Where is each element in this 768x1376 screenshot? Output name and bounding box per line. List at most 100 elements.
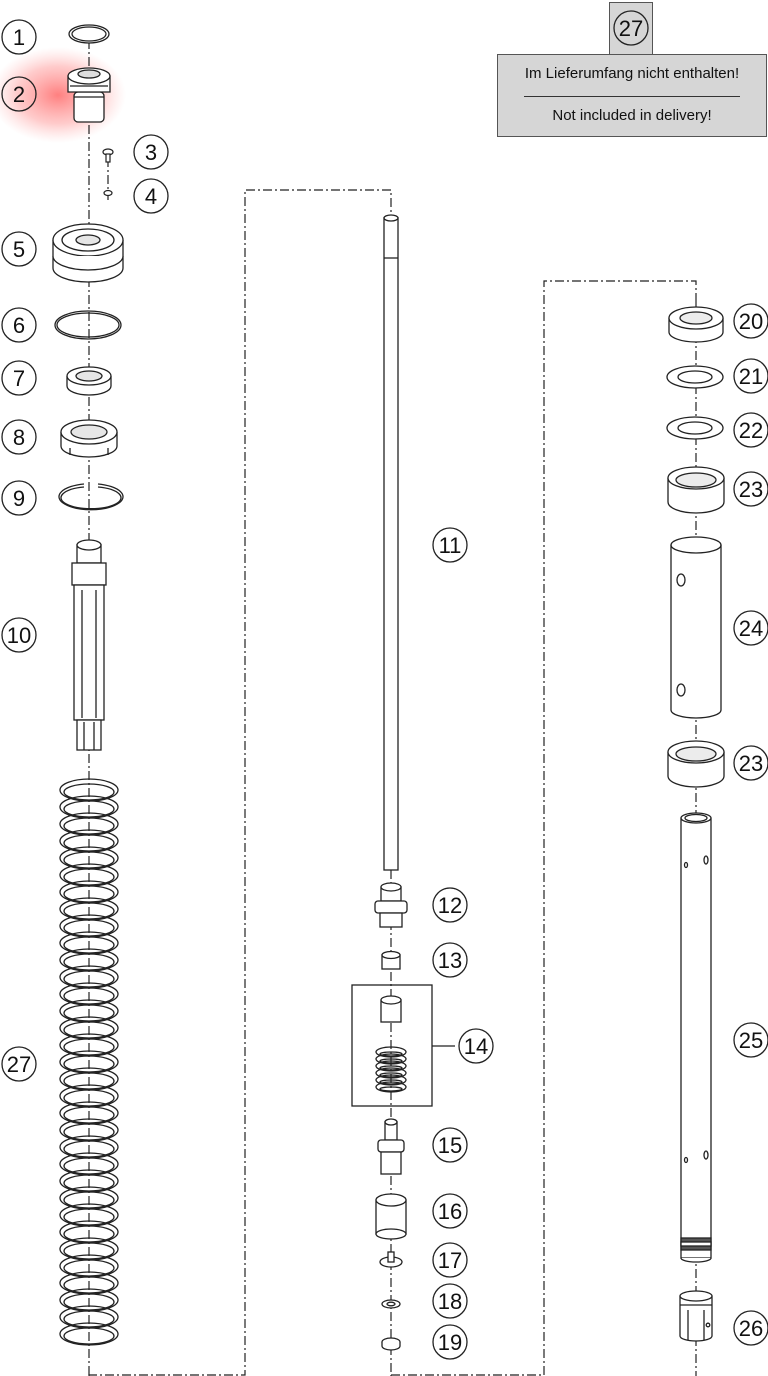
part-24-tube — [670, 536, 722, 719]
callout-15: 15 — [432, 1127, 468, 1163]
part-18-washer — [381, 1299, 401, 1309]
part-14-small-spring — [375, 1046, 407, 1093]
svg-text:9: 9 — [13, 486, 25, 511]
notice-text-en: Not included in delivery! — [552, 107, 712, 124]
spring-coil-inner — [63, 1055, 115, 1073]
callout-7: 7 — [1, 360, 37, 396]
spring-coil-inner — [63, 1242, 115, 1260]
spring-coil — [375, 1046, 407, 1058]
spring-coil-inner — [379, 1086, 403, 1092]
spring-coil-inner — [63, 1004, 115, 1022]
part-13-bushing — [381, 950, 401, 970]
part-14-valve-assembly — [351, 984, 455, 1107]
spring-coil-inner — [63, 987, 115, 1005]
spring-coil-inner — [63, 1123, 115, 1141]
part-25-cartridge-tube — [680, 812, 712, 1263]
spring-coil-inner — [63, 834, 115, 852]
spring-coil-inner — [63, 1106, 115, 1124]
callout-9: 9 — [1, 480, 37, 516]
part-15-valve-seat — [377, 1118, 405, 1175]
spring-coil — [375, 1067, 407, 1079]
callout-17: 17 — [432, 1242, 468, 1278]
svg-text:14: 14 — [464, 1034, 488, 1059]
spring-coil-inner — [63, 1089, 115, 1107]
callout-26: 26 — [733, 1310, 768, 1346]
part-10-preload-tube — [71, 539, 107, 751]
callout-23-upper: 23 — [733, 471, 768, 507]
part-27-spring — [59, 778, 119, 1346]
spring-coil-inner — [63, 1310, 115, 1328]
spring-coil-inner — [63, 868, 115, 886]
spring-coil-inner — [63, 1293, 115, 1311]
spring-coil-inner — [379, 1065, 403, 1071]
part-17-shim — [379, 1251, 403, 1268]
spring-coil — [375, 1081, 407, 1093]
spring-coil-inner — [63, 953, 115, 971]
spring-coil-inner — [63, 1276, 115, 1294]
spring-coil-inner — [63, 1225, 115, 1243]
callout-2: 2 — [1, 76, 37, 112]
part-6-o-ring — [54, 310, 122, 340]
part-8-large-nut — [60, 419, 118, 458]
svg-text:4: 4 — [145, 184, 157, 209]
part-23-upper-bushing — [667, 466, 725, 514]
part-20-bushing — [668, 306, 724, 343]
spring-coil-inner — [63, 1038, 115, 1056]
svg-text:10: 10 — [7, 623, 31, 648]
callout-20: 20 — [733, 303, 768, 339]
callout-12: 12 — [432, 887, 468, 923]
callout-10: 10 — [1, 617, 37, 653]
part-3-screw — [102, 148, 114, 163]
not-included-notice: Im Lieferumfang nicht enthalten! Not inc… — [497, 54, 767, 137]
spring-coil-inner — [63, 800, 115, 818]
spring-coil-inner — [379, 1051, 403, 1057]
part-2-adjuster-cap — [67, 67, 111, 123]
spring-coil-inner — [379, 1079, 403, 1085]
callout-6: 6 — [1, 307, 37, 343]
part-21-washer — [666, 365, 724, 389]
callout-8: 8 — [1, 419, 37, 455]
notice-text-de: Im Lieferumfang nicht enthalten! — [524, 65, 740, 82]
svg-text:18: 18 — [438, 1289, 462, 1314]
callout-22: 22 — [733, 412, 768, 448]
part-9-snap-ring — [58, 483, 124, 511]
svg-text:19: 19 — [438, 1330, 462, 1355]
callout-4: 4 — [133, 178, 169, 214]
spring-coil-inner — [379, 1058, 403, 1064]
part-5-fork-cap — [52, 223, 124, 283]
svg-text:11: 11 — [439, 533, 462, 558]
spring-coil — [375, 1053, 407, 1065]
svg-text:17: 17 — [438, 1248, 462, 1273]
spring-coil-inner — [63, 919, 115, 937]
svg-text:6: 6 — [13, 313, 25, 338]
callout-11: 11 — [432, 527, 468, 563]
callout-27-notice: 27 — [613, 10, 649, 46]
spring-coil-inner — [63, 1259, 115, 1277]
part-22-washer — [666, 416, 724, 440]
spring-coil — [59, 1322, 119, 1346]
svg-text:12: 12 — [438, 893, 462, 918]
spring-coil-inner — [63, 1191, 115, 1209]
svg-text:23: 23 — [739, 477, 763, 502]
callout-13: 13 — [432, 942, 468, 978]
svg-text:25: 25 — [739, 1028, 763, 1053]
svg-text:16: 16 — [438, 1199, 462, 1224]
part-12-valve-body — [374, 882, 408, 928]
svg-text:27: 27 — [7, 1052, 31, 1077]
callout-21: 21 — [733, 358, 768, 394]
spring-coil-inner — [63, 1327, 115, 1345]
spring-coil-inner — [63, 851, 115, 869]
callout-1: 1 — [1, 19, 37, 55]
svg-text:3: 3 — [145, 140, 157, 165]
callout-14: 14 — [458, 1028, 494, 1064]
svg-text:21: 21 — [739, 364, 763, 389]
callout-19: 19 — [432, 1324, 468, 1360]
svg-text:27: 27 — [619, 16, 643, 41]
svg-text:2: 2 — [13, 82, 25, 107]
spring-coil-inner — [63, 1021, 115, 1039]
spring-coil — [375, 1060, 407, 1072]
part-19-nut — [381, 1337, 401, 1351]
spring-coil-inner — [63, 817, 115, 835]
callout-5: 5 — [1, 231, 37, 267]
